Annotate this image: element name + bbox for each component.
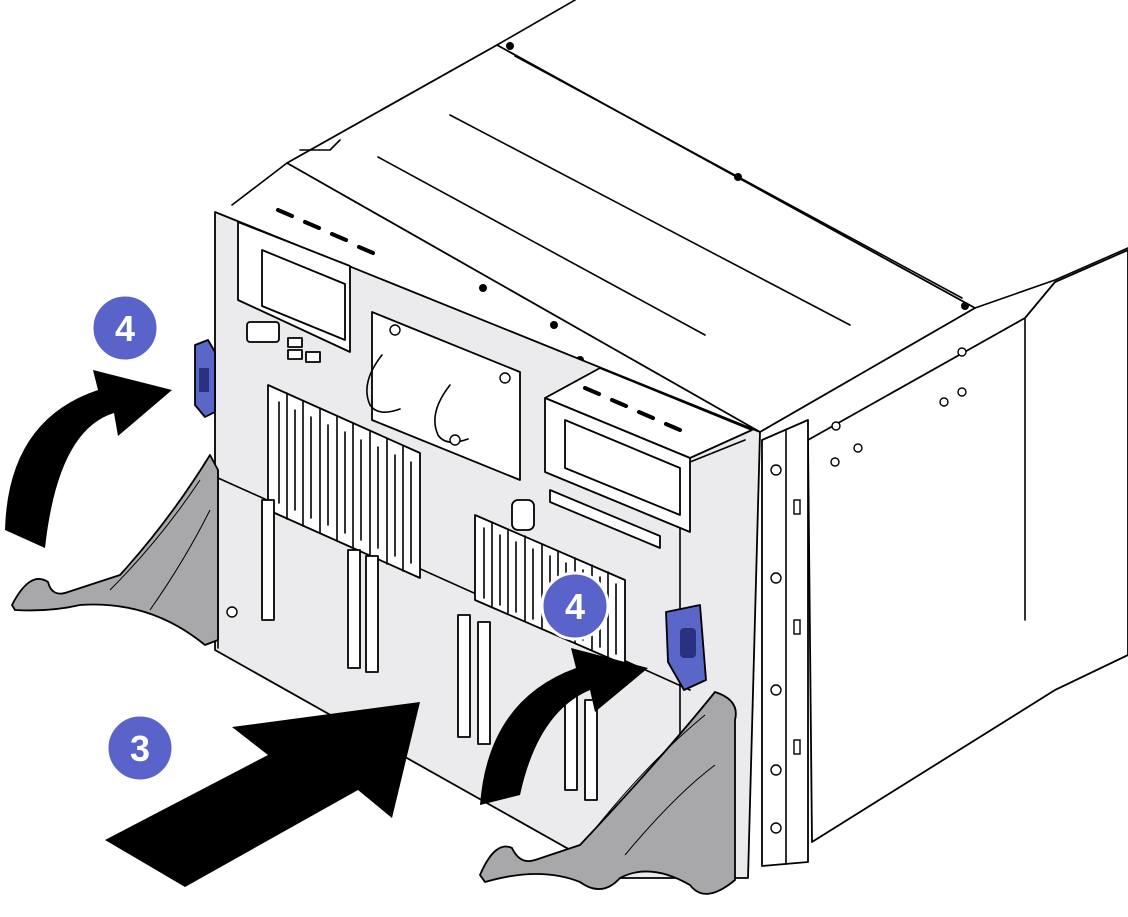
screw	[734, 173, 742, 181]
right-lever-slot	[589, 714, 716, 856]
right-fan-window	[564, 419, 681, 516]
push-arrow	[105, 702, 420, 887]
release-tab	[511, 499, 535, 531]
flange-hole	[770, 684, 782, 696]
vga-port	[246, 321, 280, 343]
callout-label: 3	[130, 728, 150, 769]
callout-badge	[90, 293, 160, 363]
step-callout-4-right: 4	[540, 571, 610, 641]
rack-side-edges	[1024, 317, 1128, 691]
flange-hole	[770, 464, 782, 476]
step-callout-4-left: 4	[90, 293, 160, 363]
flange-hole	[770, 572, 782, 584]
flange-slot	[793, 499, 801, 515]
pcie-slot	[477, 621, 491, 745]
mount-hole	[831, 421, 841, 431]
screw	[479, 284, 487, 292]
left-latch-grip	[199, 368, 209, 392]
flange-hole	[770, 764, 782, 776]
usb-port	[287, 337, 303, 348]
thumbscrew	[226, 606, 238, 618]
left-curved-arrow	[5, 370, 172, 548]
screw	[550, 321, 558, 329]
callout-badge	[540, 571, 610, 641]
flange-hole	[770, 822, 782, 834]
left-release-lever	[11, 454, 219, 646]
step-callout-3: 3	[105, 713, 175, 783]
rack-flange-holes	[770, 464, 801, 834]
mount-hole	[957, 387, 967, 397]
panel-screw	[449, 434, 461, 446]
right-fan-label-bar	[549, 489, 661, 549]
left-drive-latches	[278, 401, 412, 564]
pcie-slot	[564, 689, 578, 791]
center-module-panel	[371, 311, 521, 481]
right-curved-arrow	[480, 648, 648, 805]
pcie-slot	[365, 555, 379, 673]
left-lever-slot	[109, 479, 211, 611]
left-fan-window	[261, 249, 346, 341]
panel-screw	[499, 372, 511, 384]
pcie-slot	[261, 499, 275, 621]
callout-badge	[105, 713, 175, 783]
screw	[506, 42, 514, 50]
right-release-lever	[479, 691, 737, 895]
pcie-slot	[347, 549, 361, 669]
left-drive-cage	[267, 384, 421, 579]
right-fan-slots	[583, 386, 682, 432]
side-wall-holes	[830, 347, 967, 467]
panel-screw	[389, 324, 401, 336]
callout-label: 4	[115, 308, 135, 349]
mount-hole	[939, 397, 949, 407]
flange-slot	[793, 739, 801, 755]
left-drive-dividers	[286, 392, 404, 572]
mount-hole	[853, 443, 863, 453]
right-latch-grip	[680, 628, 696, 658]
network-port	[305, 351, 321, 363]
pcie-slot	[457, 614, 471, 738]
left-fan-slots	[276, 208, 375, 255]
pcie-slot	[584, 699, 598, 801]
mount-hole	[957, 347, 967, 357]
callout-label: 4	[565, 586, 585, 627]
mount-hole	[830, 457, 840, 467]
lower-slots	[261, 499, 598, 801]
screw	[961, 302, 969, 310]
rack-enclosure	[286, 0, 1128, 867]
usb-port	[287, 349, 303, 360]
rack-flange	[761, 419, 809, 867]
rack-side-wall	[807, 249, 1128, 843]
flange-slot	[793, 619, 801, 635]
